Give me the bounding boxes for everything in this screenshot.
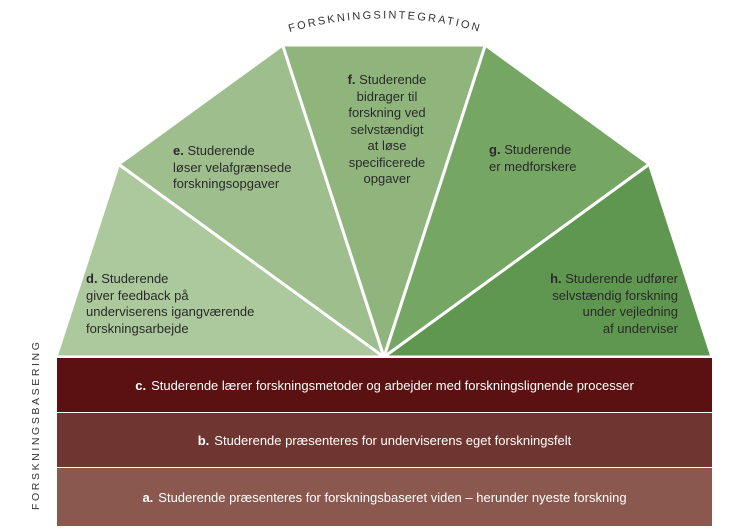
arc-title: FORSKNINGSINTEGRATION (287, 9, 483, 35)
segment-h (379, 161, 715, 359)
segment-d-letter: d. (86, 271, 98, 286)
segment-f-label: f. Studerende bidrager til forskning ved… (330, 72, 444, 188)
segment-e-label: e. Studerende løser velafgrænsede forskn… (173, 143, 323, 193)
band-a-text: Studerende præsenteres for forskningsbas… (158, 489, 627, 505)
segment-e-letter: e. (173, 143, 184, 158)
segment-g-text: Studerende er medforskere (489, 142, 577, 174)
band-c-text: Studerende lærer forskningsmetoder og ar… (151, 377, 634, 393)
band-b-letter: b. (197, 432, 210, 448)
segment-h-letter: h. (550, 271, 562, 286)
band-c-letter: c. (135, 377, 147, 393)
research-integration-fan: FORSKNINGSINTEGRATION (56, 9, 715, 359)
band-b: b. Studerende præsenteres for underviser… (57, 413, 712, 467)
segment-g-label: g. Studerende er medforskere (489, 142, 599, 175)
segment-e-text: Studerende løser velafgrænsede forskning… (173, 143, 292, 191)
band-a: a. Studerende præsenteres for forsknings… (57, 468, 712, 526)
band-c: c. Studerende lærer forskningsmetoder og… (57, 358, 712, 412)
side-title: FORSKNINGSBASERING (30, 339, 42, 511)
segment-f-letter: f. (347, 72, 356, 87)
segment-f-text: Studerende bidrager til forskning ved se… (348, 72, 427, 186)
segment-g-letter: g. (489, 142, 501, 157)
segment-h-label: h. Studerende udfører selvstændig forskn… (520, 271, 678, 337)
segment-d-text: Studerende giver feedback på undervisere… (86, 271, 255, 336)
band-b-text: Studerende præsenteres for underviserens… (214, 432, 572, 448)
segment-h-text: Studerende udfører selvstændig forskning… (552, 271, 678, 336)
band-a-letter: a. (142, 489, 154, 505)
segment-d-label: d. Studerende giver feedback på undervis… (86, 271, 286, 337)
